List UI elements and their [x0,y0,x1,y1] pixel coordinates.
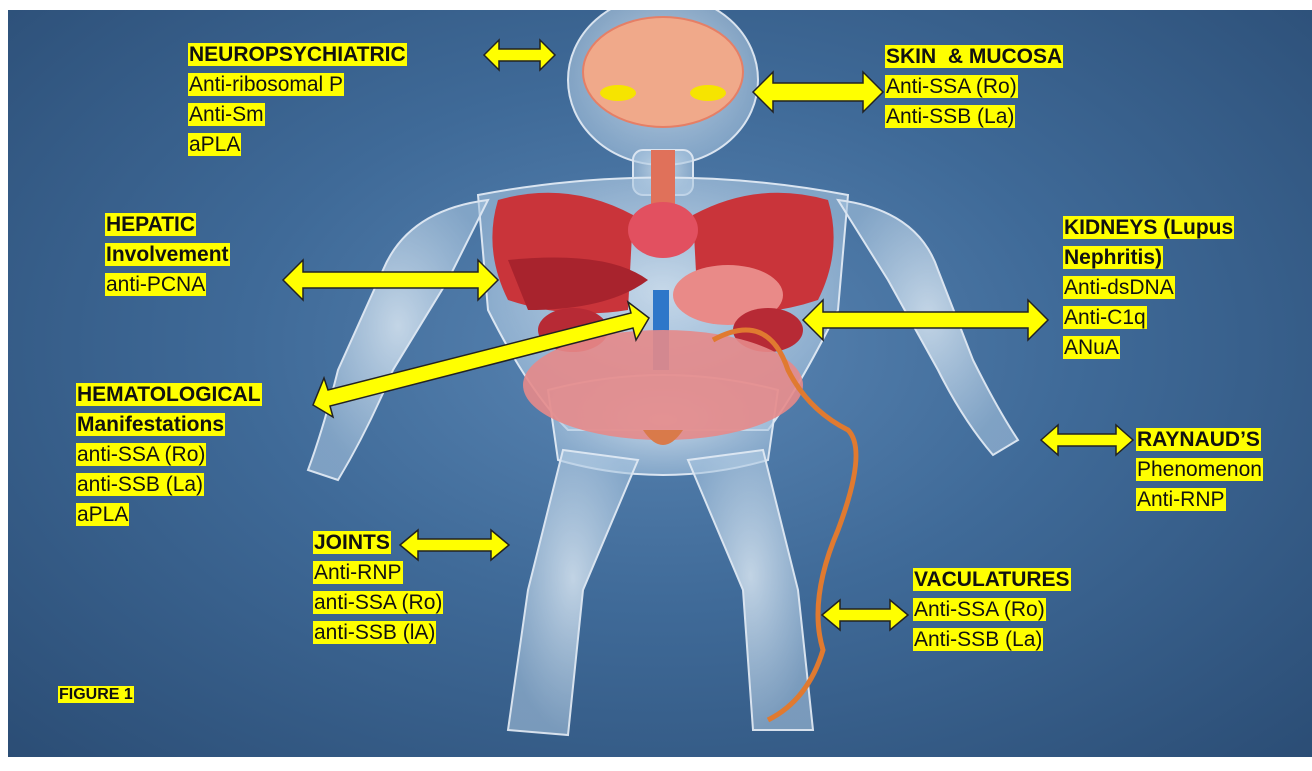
right-eye [690,85,726,101]
kidneys-item: ANuA [1063,336,1120,359]
vasculatures-item: Anti-SSA (Ro) [913,598,1046,621]
kidneys-heading: KIDNEYS (Lupus [1063,216,1234,239]
skin-item: Anti-SSB (La) [885,105,1015,128]
anatomy-illustration-frame: NEUROPSYCHIATRIC Anti-ribosomal P Anti-S… [8,10,1312,757]
arrow-vasculatures [822,600,908,630]
left-eye [600,85,636,101]
label-raynauds: RAYNAUD’S Phenomenon Anti-RNP [1136,425,1263,515]
label-vasculatures: VACULATURES Anti-SSA (Ro) Anti-SSB (La) [913,565,1071,655]
neuro-item: Anti-ribosomal P [188,73,344,96]
hematological-heading: HEMATOLOGICAL [76,383,262,406]
neuro-item: Anti-Sm [188,103,265,126]
left-leg [508,450,638,735]
intestines [523,330,803,440]
brain [583,17,743,127]
hematological-item: anti-SSA (Ro) [76,443,206,466]
neuro-heading: NEUROPSYCHIATRIC [188,43,407,66]
label-neuropsychiatric: NEUROPSYCHIATRIC Anti-ribosomal P Anti-S… [188,40,407,160]
hematological-item: aPLA [76,503,129,526]
label-hepatic: HEPATIC Involvement anti-PCNA [105,210,230,300]
label-kidneys: KIDNEYS (Lupus Nephritis) Anti-dsDNA Ant… [1063,213,1234,363]
arrow-raynauds [1041,425,1133,455]
figure-label: FIGURE 1 [58,686,134,703]
joints-item: Anti-RNP [313,561,403,584]
joints-heading: JOINTS [313,531,391,554]
kidneys-heading: Nephritis) [1063,246,1163,269]
kidneys-item: Anti-dsDNA [1063,276,1175,299]
vasculatures-heading: VACULATURES [913,568,1071,591]
raynauds-item: Phenomenon [1136,458,1263,481]
hepatic-heading: HEPATIC [105,213,196,236]
raynauds-item: Anti-RNP [1136,488,1226,511]
vasculatures-item: Anti-SSB (La) [913,628,1043,651]
right-leg [688,450,813,730]
hematological-heading: Manifestations [76,413,225,436]
label-joints: JOINTS Anti-RNP anti-SSA (Ro) anti-SSB (… [313,528,443,648]
hepatic-item: anti-PCNA [105,273,206,296]
joints-item: anti-SSA (Ro) [313,591,443,614]
skin-item: Anti-SSA (Ro) [885,75,1018,98]
label-skin-mucosa: SKIN & MUCOSA Anti-SSA (Ro) Anti-SSB (La… [885,42,1063,132]
kidneys-item: Anti-C1q [1063,306,1147,329]
hematological-item: anti-SSB (La) [76,473,204,496]
arrow-skin [753,72,883,112]
skin-heading: SKIN & MUCOSA [885,45,1063,68]
joints-item: anti-SSB (lA) [313,621,436,644]
hepatic-heading: Involvement [105,243,230,266]
raynauds-heading: RAYNAUD’S [1136,428,1261,451]
figure-caption: FIGURE 1 [58,678,134,710]
left-arm [308,200,488,480]
neuro-item: aPLA [188,133,241,156]
heart [628,202,698,258]
label-hematological: HEMATOLOGICAL Manifestations anti-SSA (R… [76,380,262,530]
arrow-neuro [484,40,555,70]
